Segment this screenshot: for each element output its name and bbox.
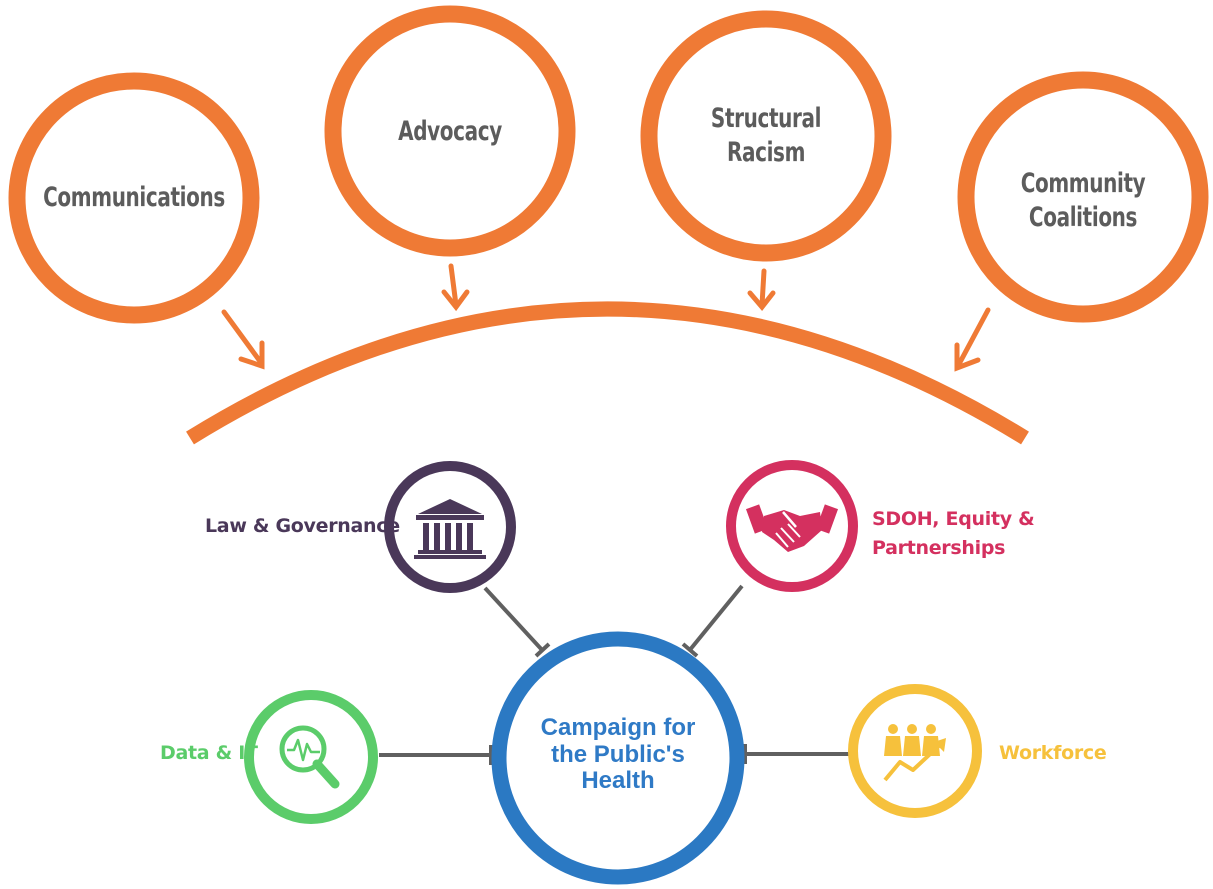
advocacy-label: Advocacy [398,116,502,148]
arrow-communications [221,309,265,367]
connector-sdoh-cap [681,642,699,658]
orange-arc [186,301,1029,445]
arrow-structural-racism [759,268,767,308]
law-governance-label: Law & Governance [205,515,400,537]
arrow-community-coalitions-head [954,342,981,372]
community-coalitions-label: Community Coalitions [1020,168,1146,233]
connectors [379,584,858,765]
handshake-icon [745,504,839,552]
connector-law-governance-cap [534,642,551,658]
data-it-label: Data & IT [160,742,258,764]
arrow-advocacy-head [441,289,470,312]
community-coalitions-circle [957,71,1209,323]
communications-label: Communications [43,182,225,214]
courthouse-icon [414,499,486,559]
sdoh-label: SDOH, Equity & Partnerships [872,508,1035,559]
people-growth-icon [883,724,946,782]
connector-law-governance [483,586,545,653]
arrow-structural-racism-head [747,290,776,311]
connector-sdoh [687,584,744,653]
campaign-circle [491,631,745,885]
magnifier-pulse-icon [279,725,340,789]
campaign-label: Campaign for the Public's Health [540,714,696,795]
arrow-communications-head [238,340,265,370]
workforce-label: Workforce [999,742,1107,764]
structural-racism-circle [640,10,892,262]
communications-circle [8,72,260,324]
advocacy-circle [324,5,576,257]
data-it-circle [244,690,378,824]
arrow-community-coalitions [955,307,991,369]
orange-arrows [221,263,991,372]
structural-racism-label: Structural Racism [710,103,822,168]
arrow-advocacy [448,263,459,308]
